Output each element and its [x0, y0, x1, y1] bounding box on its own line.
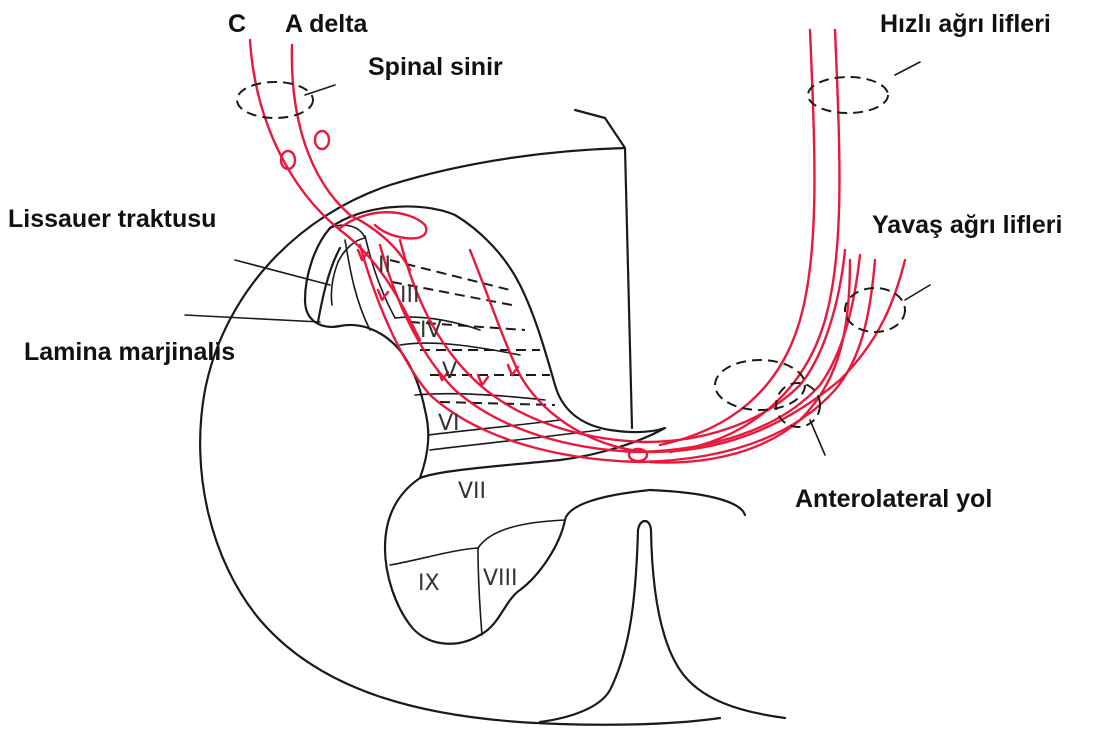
label-lissauer-traktusu: Lissauer traktusu — [8, 207, 216, 232]
lamina-vii: VII — [458, 479, 486, 504]
lamina-viii: VIII — [483, 566, 518, 591]
lamina-ix: IX — [418, 571, 440, 596]
lamina-vi: VI — [438, 411, 460, 436]
label-yavas-agri-lifleri: Yavaş ağrı lifleri — [872, 213, 1062, 238]
lamina-iii: III — [400, 283, 419, 308]
lamina-labels: II III IV V VI VII VIII IX — [378, 253, 518, 596]
lamina-iv: IV — [420, 318, 442, 343]
label-lamina-marjinalis: Lamina marjinalis — [24, 340, 235, 365]
label-a-delta: A delta — [285, 12, 367, 37]
label-spinal-sinir: Spinal sinir — [368, 55, 503, 80]
label-hizli-agri-lifleri: Hızlı ağrı lifleri — [880, 12, 1051, 37]
hizli-fiber-1 — [660, 30, 814, 445]
label-anterolateral-yol: Anterolateral yol — [795, 487, 992, 512]
lamina-v: V — [442, 359, 457, 384]
lamina-ii: II — [378, 253, 391, 278]
label-c: C — [228, 12, 246, 37]
